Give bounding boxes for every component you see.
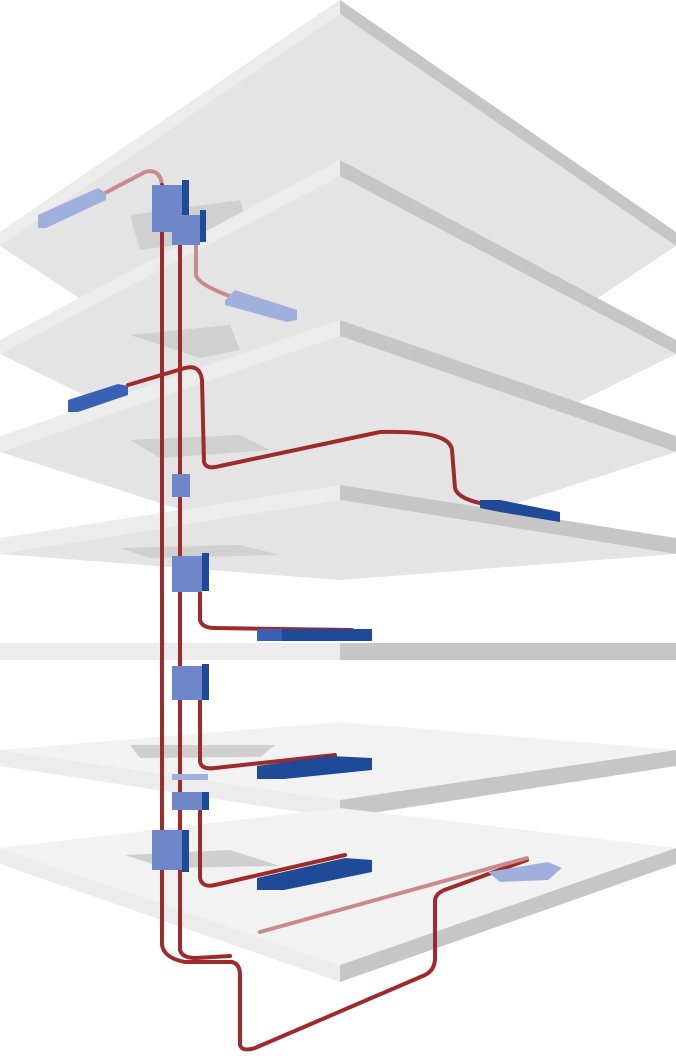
duct-floor4 [257,629,372,641]
floor-slab-7 [0,808,676,982]
riser-box-6 [172,792,202,810]
riser-box-5 [172,666,202,700]
pipe-faded-branch [258,856,529,934]
riser-box-top-2 [172,215,200,245]
duct-floor2 [225,290,297,322]
pipe-top-branch [103,169,164,195]
pipe-riser-a [160,183,529,1052]
duct-floor7 [257,858,372,890]
pipework [103,169,529,1052]
duct-floor6 [257,756,372,779]
duct-floor3-right [480,500,560,522]
pipe-floor6-branch [198,698,337,771]
duct-top-left [38,188,106,228]
pipe-floor3-branch [126,365,492,507]
pipe-floor7-branch [198,808,347,888]
riser-box-3 [172,474,190,497]
duct-floor3-left [68,384,128,412]
pipe-riser-b [178,213,232,960]
riser-box-7 [152,830,182,870]
floor-slab-4 [0,485,676,580]
riser-box-4 [172,556,202,592]
pipe-floor4-branch [198,590,354,632]
pipe-floor2-branch [194,243,237,300]
duct-floor7-faded [488,862,562,882]
ductwork [38,180,562,890]
floor-slab-5 [0,643,676,660]
